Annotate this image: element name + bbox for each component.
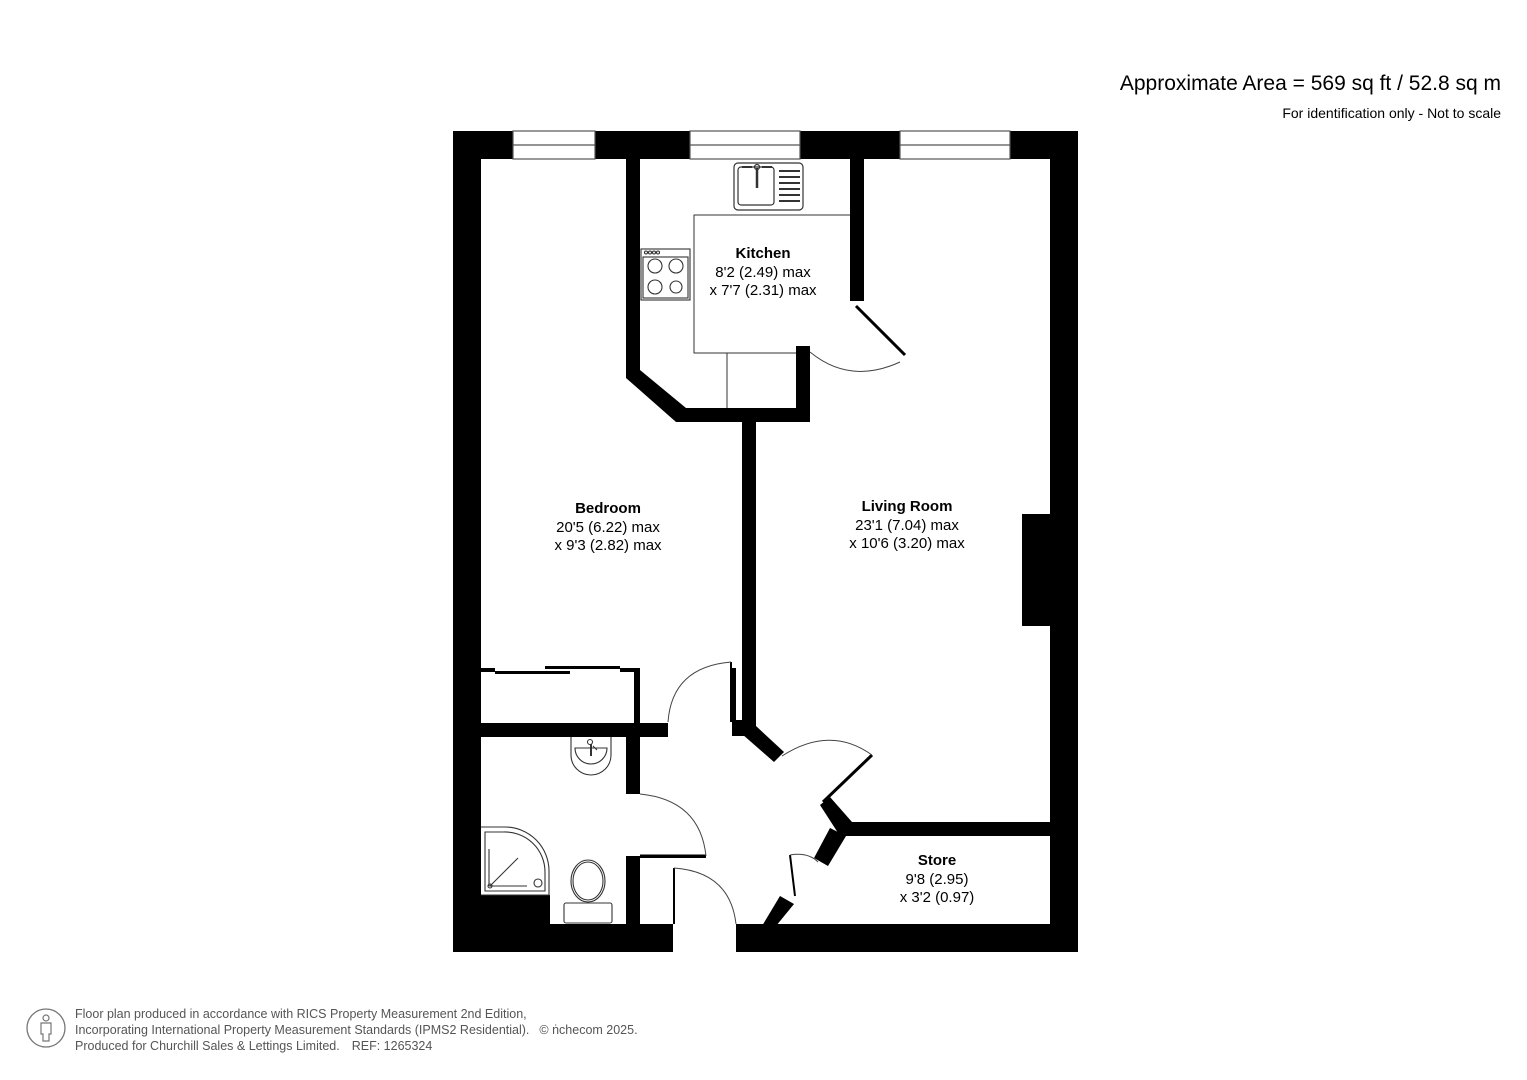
footer-line-3: Produced for Churchill Sales & Lettings …	[75, 1039, 340, 1053]
hob-icon	[640, 248, 691, 301]
hall-diagonal-walls	[742, 726, 1052, 926]
basin-icon	[570, 737, 612, 776]
entrance-door	[673, 867, 737, 925]
footer-line-1: Floor plan produced in accordance with R…	[75, 1007, 527, 1021]
sink-icon	[733, 162, 804, 211]
room-dim-1: 20'5 (6.22) max	[556, 518, 660, 536]
room-name: Store	[917, 852, 957, 869]
store-door	[789, 853, 819, 897]
footer-text: Floor plan produced in accordance with R…	[75, 1006, 638, 1054]
room-name: Bedroom	[575, 500, 641, 517]
room-label-kitchen: Kitchen 8'2 (2.49) max x 7'7 (2.31) max	[709, 245, 816, 301]
outer-walls	[453, 131, 1078, 952]
footer-ref: REF: 1265324	[351, 1039, 433, 1053]
living-room-door	[781, 739, 874, 804]
room-dim-2: x 3'2 (0.97)	[899, 889, 975, 906]
kitchen-door	[809, 304, 907, 372]
footer-copyright: © ṅchecom 2025.	[539, 1023, 638, 1037]
room-label-bedroom: Bedroom 20'5 (6.22) max x 9'3 (2.82) max	[554, 500, 661, 556]
approximate-area-title: Approximate Area = 569 sq ft / 52.8 sq m	[1119, 72, 1501, 95]
bathroom-walls	[481, 668, 754, 926]
shower-icon	[481, 826, 550, 896]
room-dim-1: 9'8 (2.95)	[905, 870, 969, 888]
room-dim-2: x 7'7 (2.31) max	[709, 282, 817, 299]
windows	[512, 130, 1011, 160]
person-icon	[26, 1008, 66, 1048]
room-dim-1: 23'1 (7.04) max	[855, 516, 959, 534]
room-dim-2: x 9'3 (2.82) max	[554, 537, 662, 554]
room-label-store: Store 9'8 (2.95) x 3'2 (0.97)	[900, 852, 975, 908]
not-to-scale-note: For identification only - Not to scale	[1282, 105, 1501, 121]
toilet-icon	[563, 859, 613, 924]
kitchen-walls	[626, 155, 864, 726]
room-name: Kitchen	[735, 245, 791, 262]
bathroom-door	[639, 793, 707, 858]
room-name: Living Room	[861, 498, 953, 515]
wardrobe	[481, 666, 638, 674]
footer-line-2: Incorporating International Property Mea…	[75, 1023, 530, 1037]
room-dim-2: x 10'6 (3.20) max	[849, 535, 965, 552]
bedroom-door	[667, 661, 732, 723]
room-label-living-room: Living Room 23'1 (7.04) max x 10'6 (3.20…	[849, 498, 964, 554]
kitchen-counter	[693, 214, 850, 408]
room-dim-1: 8'2 (2.49) max	[715, 263, 811, 281]
